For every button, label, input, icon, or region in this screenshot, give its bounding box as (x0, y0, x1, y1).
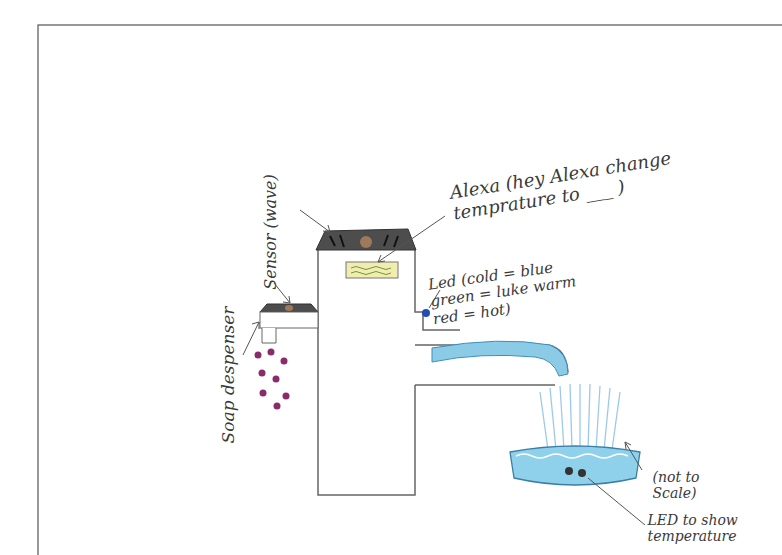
alexa-panel (346, 262, 398, 278)
alexa-head (316, 229, 416, 250)
soap-nozzle (262, 328, 276, 343)
soap-drop (273, 376, 280, 383)
soap-drop (274, 403, 281, 410)
soap-leader (243, 322, 259, 355)
sensor-leader (300, 210, 330, 232)
spray-line (612, 392, 620, 450)
basin-led-leader (588, 478, 645, 525)
spray-line (604, 388, 610, 450)
sensor-head (260, 304, 318, 312)
spray-line (596, 386, 600, 450)
spray-line (588, 384, 590, 450)
page-frame (38, 25, 782, 555)
soap-drop (255, 352, 262, 359)
basin (510, 446, 640, 485)
leader-lines (243, 210, 645, 525)
scale-note: (not to Scale) (653, 469, 748, 501)
scale-leader (625, 442, 642, 470)
soap-drops (255, 349, 290, 410)
spray-line (570, 384, 572, 450)
soap-label: Soap despenser (219, 307, 239, 444)
basin-led (565, 467, 573, 475)
water-flow (432, 341, 568, 376)
spray-line (540, 392, 548, 450)
head-lens (360, 236, 372, 248)
soap-drop (283, 393, 290, 400)
soap-drop (260, 390, 267, 397)
panel-waves (351, 267, 391, 275)
basin-ripples (516, 454, 628, 458)
soap-drop (259, 370, 266, 377)
sensor-lens (285, 305, 293, 311)
led-label: Led (cold = blue green = luke warm red =… (427, 256, 583, 328)
alexa-leader (378, 216, 445, 262)
sensor-label: Sensor (wave) (262, 174, 280, 290)
led-light (422, 309, 430, 317)
spray-line (560, 386, 564, 450)
soap-drop (281, 358, 288, 365)
water-spray (540, 384, 620, 450)
spray-line (550, 388, 556, 450)
soap-dispenser (260, 312, 318, 328)
spray-line (579, 384, 580, 450)
soap-drop (268, 349, 275, 356)
basin-led-label: LED to show temperature (648, 512, 773, 544)
head-hatching (330, 235, 398, 247)
alexa-label: Alexa (hey Alexa change temprature to __… (449, 136, 752, 224)
basin-led (578, 469, 586, 477)
